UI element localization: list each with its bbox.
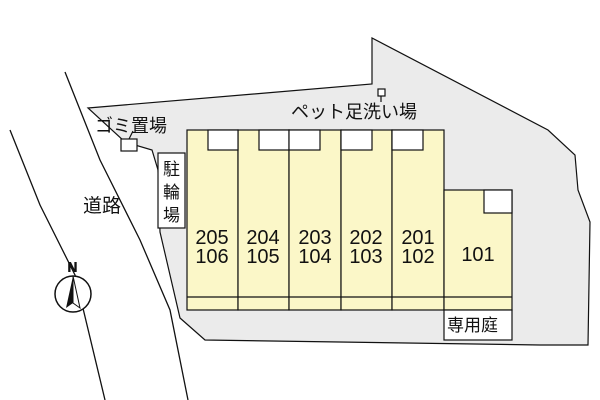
unit-block-101 [443, 189, 513, 311]
unit-top-box [483, 189, 513, 214]
parking-label-3: 場 [163, 206, 180, 226]
private-garden [443, 309, 513, 341]
unit-numbers: 205 106 204 105 203 104 202 103 201 102 … [195, 227, 494, 268]
north-arrow-icon: N [54, 261, 92, 313]
unit-lower-number: 104 [298, 246, 331, 268]
garbage-box-icon [120, 130, 138, 152]
unit-number: 101 [461, 244, 494, 266]
unit-top-box [207, 129, 239, 151]
parking-label-2: 輪 [163, 183, 180, 203]
unit-upper-number: 203 [298, 227, 331, 249]
unit-block-203-104 [288, 129, 342, 311]
unit-block-202-103 [340, 129, 393, 311]
parking-label-1: 駐 [163, 160, 180, 180]
bicycle-parking [157, 152, 186, 229]
unit-lower-number: 103 [349, 246, 382, 268]
road-edge-right [64, 71, 189, 400]
unit-upper-number: 204 [246, 227, 279, 249]
unit-lower-number: 102 [401, 246, 434, 268]
road-edge-left [9, 129, 106, 400]
unit-upper-number: 205 [195, 227, 228, 249]
private-garden-label: 専用庭 [447, 316, 498, 336]
unit-top-box [340, 129, 373, 151]
garbage-area-label: ゴミ置場 [95, 116, 167, 137]
unit-lower-number: 105 [246, 246, 279, 268]
unit-block-205-106 [186, 129, 239, 311]
building [186, 129, 513, 311]
road-label: 道路 [83, 195, 121, 217]
unit-top-boxes [207, 129, 513, 214]
unit-block-204-105 [237, 129, 290, 311]
unit-top-box [288, 129, 321, 151]
unit-lower-number: 106 [195, 246, 228, 268]
unit-top-box [391, 129, 424, 151]
unit-block-201-102 [391, 129, 445, 311]
north-label: N [67, 261, 78, 276]
faucet-icon [377, 88, 386, 102]
unit-upper-number: 201 [401, 227, 434, 249]
pet-wash-label: ペット足洗い場 [291, 102, 417, 123]
unit-top-box [258, 129, 290, 151]
unit-upper-number: 202 [349, 227, 382, 249]
